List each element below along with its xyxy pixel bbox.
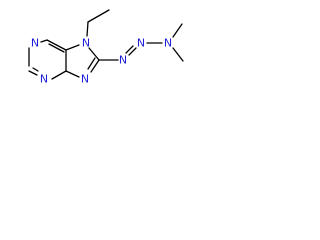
structure-diagram: N N N N N N N [0,0,206,107]
bond-c8-n9-double [87,57,96,70]
pyrimidine-ring [28,39,67,80]
bond-c2-n3 [28,70,38,76]
bond-ndimethyl-me1 [172,23,183,38]
bond-c5-n7 [65,44,80,51]
atom-n-ring6-bottom: N [40,73,48,86]
bond-c2-n3-double [32,67,39,72]
atom-n-ring6-top: N [31,37,39,50]
bond-n3-c4 [51,70,67,80]
atom-n7-ethyl: N [82,37,90,50]
bond-ch2-ch3 [87,9,110,23]
bond-n9-c4 [65,70,80,78]
atom-n-azo-1: N [119,54,127,67]
bond-nazo1-nazo2 [128,47,137,56]
bond-c6-c5 [46,39,67,51]
triazene-chain [98,23,184,62]
atom-n-dimethyl: N [164,37,172,50]
bond-ndimethyl-me2 [172,47,184,62]
bond-n7-c8 [88,47,100,61]
bond-c6-c5-double [48,43,65,53]
molecule-canvas: N N N N N N N [28,9,184,86]
bond-nazo1-nazo2-double [125,45,134,54]
bond-n7-ch2 [86,21,89,37]
bond-c8-n9 [90,59,100,73]
imidazole-ring [65,44,100,78]
atom-n9-ring5: N [81,73,89,86]
bond-c6-n1 [40,39,48,43]
ethyl-group [86,9,110,37]
atom-n-azo-2: N [137,37,145,50]
